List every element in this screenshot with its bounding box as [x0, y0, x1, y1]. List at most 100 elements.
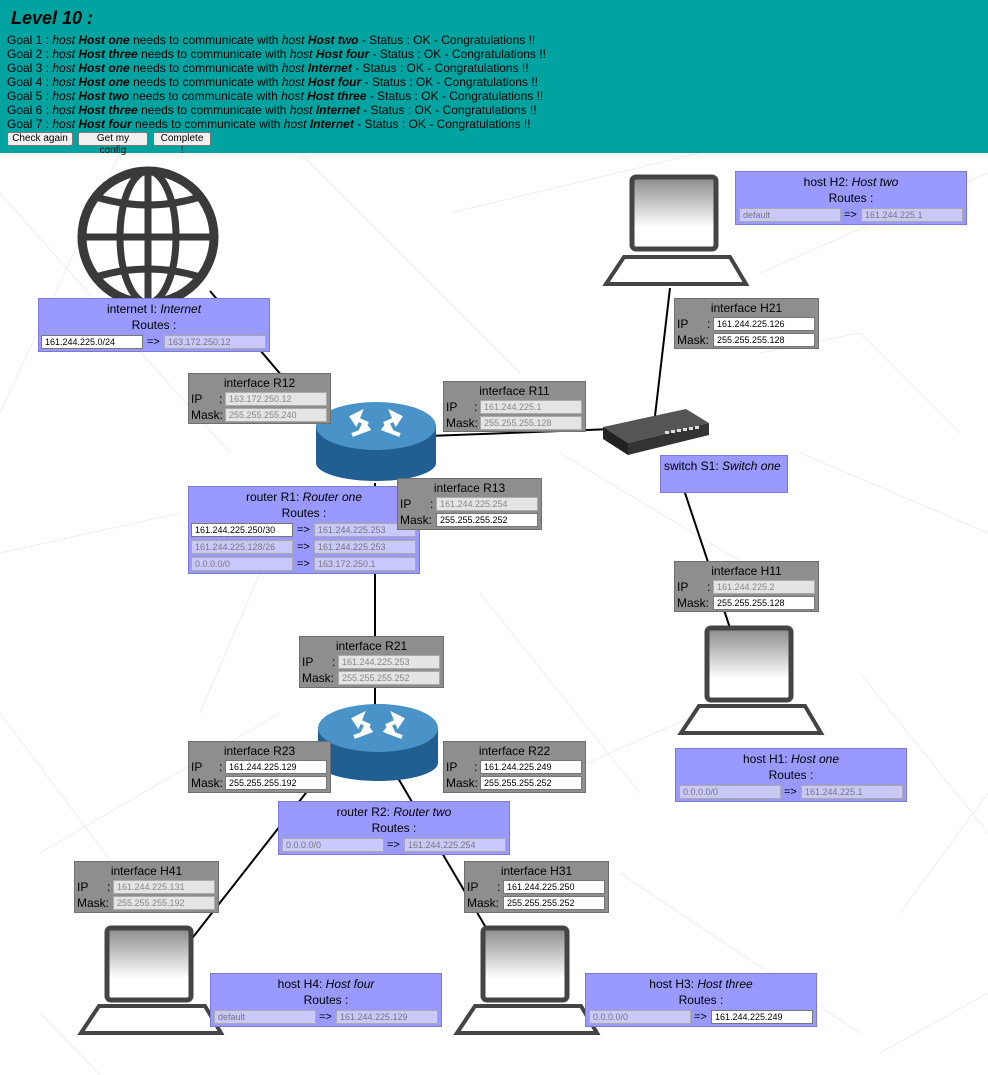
interface-r13-mask-input[interactable]: 255.255.255.252 — [436, 513, 538, 527]
goal-host-to: Host three — [307, 89, 367, 103]
goal-line: Goal 2 : host Host three needs to commun… — [7, 47, 546, 61]
host-h1-routes-label: Routes : — [768, 768, 814, 782]
interface-h11-box: interface H11 IP : 161.244.225.2 Mask: 2… — [674, 561, 819, 612]
host-h4-route-dest-input[interactable]: default — [214, 1010, 316, 1024]
interface-h31-title: interface H31 — [500, 864, 573, 878]
ip-colon: : — [474, 760, 478, 774]
host-h3-route-gw-input[interactable]: 161.244.225.249 — [711, 1010, 813, 1024]
route-arrow: => — [784, 786, 797, 798]
ip-label: IP — [446, 760, 458, 774]
globe-icon — [77, 166, 219, 308]
goal-middle: needs to communicate with — [137, 47, 290, 61]
get-my-config-button[interactable]: Get my config — [78, 132, 148, 156]
goal-host-word: host — [283, 117, 307, 131]
host-h1-route-gw-input[interactable]: 161.244.225.1 — [801, 785, 903, 799]
host-h1-route-dest-input[interactable]: 0.0.0.0/0 — [679, 785, 781, 799]
host-h3-title: host H3: — [649, 977, 698, 991]
goal-middle: needs to communicate with — [131, 117, 284, 131]
ip-label: IP — [677, 580, 689, 594]
interface-r23-mask-input[interactable]: 255.255.255.192 — [225, 776, 327, 790]
host-h2-route-gw-input[interactable]: 161.244.225.1 — [861, 208, 963, 222]
host-h4-name: Host four — [325, 977, 375, 991]
router-r2-route-gw-input[interactable]: 161.244.225.254 — [404, 838, 506, 852]
interface-r21-ip-input[interactable]: 161.244.225.253 — [338, 655, 440, 669]
interface-h31-ip-input[interactable]: 161.244.225.250 — [503, 880, 605, 894]
router-r1-name: Router one — [302, 490, 363, 504]
interface-r11-box: interface R11 IP : 161.244.225.1 Mask: 2… — [443, 381, 586, 432]
goal-prefix: Goal 7 : — [7, 117, 53, 131]
router-r1-route2-gw-input[interactable]: 161.244.225.253 — [314, 540, 416, 554]
interface-r12-mask-input[interactable]: 255.255.255.240 — [225, 408, 327, 422]
interface-h11-ip-input[interactable]: 161.244.225.2 — [713, 580, 815, 594]
interface-h41-ip-input[interactable]: 161.244.225.131 — [113, 880, 215, 894]
goal-line: Goal 7 : host Host four needs to communi… — [7, 117, 531, 131]
internet-i-box: internet I: Internet Routes : 161.244.22… — [38, 298, 270, 352]
internet-route-dest-input[interactable]: 161.244.225.0/24 — [41, 335, 143, 349]
goal-host-word: host — [52, 89, 76, 103]
interface-r23-ip-input[interactable]: 161.244.225.129 — [225, 760, 327, 774]
router-r1-route1-dest-input[interactable]: 161.244.225.250/30 — [191, 523, 293, 537]
goal-host-word: host — [289, 47, 313, 61]
route-arrow: => — [844, 209, 857, 221]
host-h4-route-gw-input[interactable]: 161.244.225.129 — [336, 1010, 438, 1024]
host-h3-route-dest-input[interactable]: 0.0.0.0/0 — [589, 1010, 691, 1024]
goal-host-to: Internet — [315, 103, 360, 117]
interface-r21-mask-input[interactable]: 255.255.255.252 — [338, 671, 440, 685]
ip-label: IP — [77, 880, 89, 894]
interface-h21-box: interface H21 IP : 161.244.225.126 Mask:… — [674, 298, 819, 349]
goal-host-word: host — [52, 103, 76, 117]
goal-host-to: Host four — [307, 75, 362, 89]
router-r1-route3-dest-input[interactable]: 0.0.0.0/0 — [191, 557, 293, 571]
interface-r11-title: interface R11 — [479, 384, 550, 398]
interface-r22-title: interface R22 — [478, 744, 551, 758]
router-r1-route1-gw-input[interactable]: 161.244.225.253 — [314, 523, 416, 537]
interface-r13-ip-input[interactable]: 161.244.225.254 — [436, 497, 538, 511]
interface-h31-mask-input[interactable]: 255.255.255.252 — [503, 896, 605, 910]
check-again-button[interactable]: Check again — [7, 132, 73, 146]
router-r1-route3-gw-input[interactable]: 163.172.250.1 — [314, 557, 416, 571]
goal-line: Goal 3 : host Host one needs to communic… — [7, 61, 529, 75]
interface-r13-title: interface R13 — [433, 481, 506, 495]
interface-r22-ip-input[interactable]: 161.244.225.249 — [480, 760, 582, 774]
router-r2-route-dest-input[interactable]: 0.0.0.0/0 — [282, 838, 384, 852]
interface-r12-ip-input[interactable]: 163.172.250.12 — [225, 392, 327, 406]
switch-s1-box: switch S1: Switch one — [660, 455, 788, 493]
interface-h21-mask-input[interactable]: 255.255.255.128 — [713, 333, 815, 347]
host-h4-routes-label: Routes : — [303, 993, 349, 1007]
goal-host-word: host — [52, 75, 76, 89]
interface-r21-title: interface R21 — [335, 639, 408, 653]
interface-h21-ip-input[interactable]: 161.244.225.126 — [713, 317, 815, 331]
ip-label: IP — [302, 655, 314, 669]
goal-middle: needs to communicate with — [129, 75, 282, 89]
router-r1-route2-dest-input[interactable]: 161.244.225.128/26 — [191, 540, 293, 554]
goal-status: - Status : OK - Congratulations !! — [358, 33, 536, 47]
interface-r11-mask-input[interactable]: 255.255.255.128 — [480, 416, 582, 430]
goal-host-from: Host two — [78, 89, 130, 103]
mask-label: Mask: — [677, 596, 710, 610]
route-arrow: => — [297, 524, 310, 536]
goal-host-from: Host four — [78, 117, 132, 131]
goal-status: - Status : OK - Congratulations !! — [366, 89, 544, 103]
mask-label: Mask: — [77, 896, 110, 910]
internet-route-gw-input[interactable]: 163.172.250.12 — [164, 335, 266, 349]
ip-colon: : — [707, 317, 711, 331]
goal-middle: needs to communicate with — [129, 61, 282, 75]
route-arrow: => — [694, 1011, 707, 1023]
interface-h41-mask-input[interactable]: 255.255.255.192 — [113, 896, 215, 910]
interface-r11-ip-input[interactable]: 161.244.225.1 — [480, 400, 582, 414]
interface-r13-box: interface R13 IP : 161.244.225.254 Mask:… — [397, 478, 542, 530]
ip-colon: : — [332, 655, 336, 669]
ip-label: IP — [467, 880, 479, 894]
network-canvas: internet I: Internet Routes : 161.244.22… — [0, 153, 988, 1075]
mask-label: Mask: — [446, 776, 479, 790]
goal-host-word: host — [52, 117, 76, 131]
ip-colon: : — [219, 392, 223, 406]
host-h2-route-dest-input[interactable]: default — [739, 208, 841, 222]
goal-host-word: host — [52, 33, 76, 47]
interface-r22-mask-input[interactable]: 255.255.255.252 — [480, 776, 582, 790]
goal-status: - Status : OK - Congratulations !! — [361, 75, 538, 89]
goal-middle: needs to communicate with — [137, 103, 290, 117]
interface-h11-mask-input[interactable]: 255.255.255.128 — [713, 596, 815, 610]
ip-colon: : — [497, 880, 501, 894]
complete-button[interactable]: Complete ! — [153, 132, 211, 156]
